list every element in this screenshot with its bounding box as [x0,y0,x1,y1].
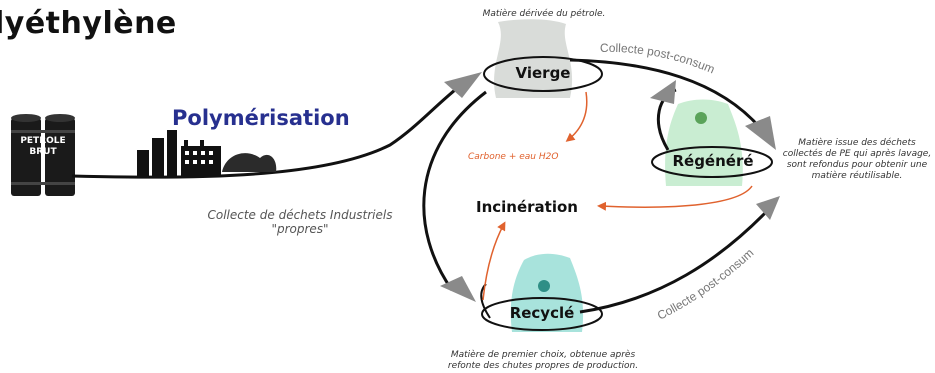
oil-barrels-icon [11,114,75,196]
bag-vierge-icon [494,19,573,98]
arrowhead-industriel [440,276,476,302]
regenere-ring [651,146,773,178]
factory-icon [137,130,221,176]
vierge-ring [483,56,603,92]
orange-arrow-regenere-incin [597,185,753,211]
vierge-note: Matière dérivée du pétrole. [482,9,606,19]
recycle-logo-recycle-icon [538,280,550,292]
pellets-icon [222,153,277,172]
arrowhead-collecte-bottom [756,196,780,220]
arrow-industriel [422,90,487,291]
orange-arrow-vierge-carbone [565,91,588,142]
arrow-recycle-to-collecte [579,206,772,314]
recycle-ring [481,297,603,331]
regenere-note: Matière issue des déchets collectés de P… [782,138,932,181]
polymerisation-label: Polymérisation [172,106,350,130]
arrowhead-collecte-top [745,116,776,150]
arrow-vierge-to-collecte [569,58,764,131]
bag-regenere-icon [665,99,743,186]
incineration-label: Incinération [476,198,578,216]
page-title: lyéthylène [0,6,177,41]
orange-arrow-recycle-incin [482,221,506,301]
barrel-label: PETROLE BRUT [20,136,66,157]
stage-regenere-label: Régénéré [672,152,754,170]
recycle-logo-regenere-icon [695,112,707,124]
bag-recycle-icon [510,253,584,332]
carbone-note: Carbone + eau H2O [468,152,559,162]
collecte-industriels-label: Collecte de déchets Industriels "propres… [207,208,393,236]
polymerisation-arrowhead [444,72,482,98]
stage-vierge-label: Vierge [515,64,571,82]
arrowhead-regenere-loop [650,80,676,104]
polymerisation-arrow [71,76,471,179]
recycle-note: Matière de premier choix, obtenue après … [447,350,639,371]
stage-recycle-label: Recyclé [509,304,575,322]
